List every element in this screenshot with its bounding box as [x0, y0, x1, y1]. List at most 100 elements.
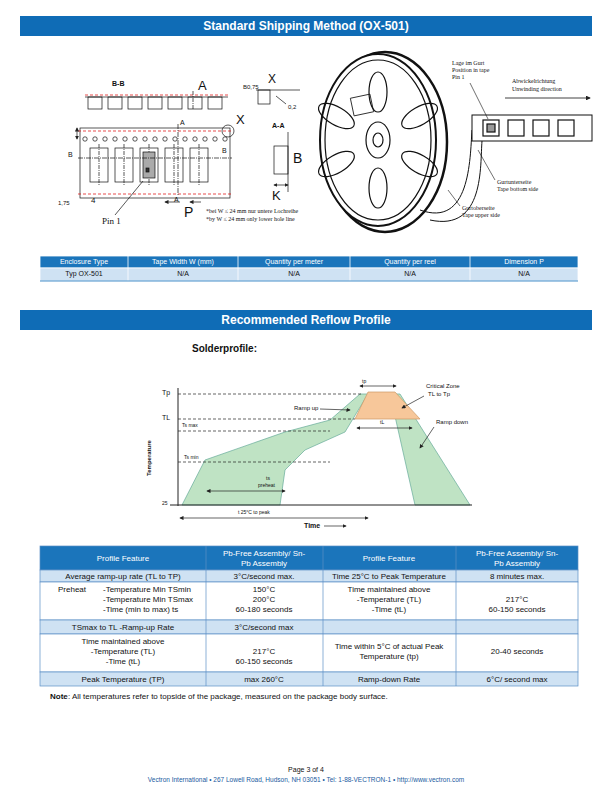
tape-drawing	[274, 146, 288, 174]
table-cell: N/A	[177, 270, 189, 278]
shipping-table	[40, 281, 578, 282]
drawing-label: A-A	[272, 122, 284, 130]
table-cell: Average ramp-up rate (TL to TP)	[65, 572, 180, 582]
solder-profile-chart	[178, 419, 355, 420]
table-cell: Profile Feature	[363, 554, 415, 564]
drawing-label: Tape upper side	[462, 212, 500, 219]
tape-pocket	[128, 97, 142, 109]
table-cell: 3°C/second max	[235, 623, 294, 633]
drawing-label: Pin 1	[452, 74, 465, 81]
shipping-table	[40, 268, 578, 281]
sprocket-hole	[173, 137, 177, 141]
sprocket-hole	[113, 137, 117, 141]
tape-drawing	[78, 194, 232, 195]
reel-drawing	[325, 60, 431, 220]
sprocket-hole	[133, 137, 137, 141]
sprocket-hole	[203, 137, 207, 141]
table-cell: 60-150 seconds	[236, 657, 293, 667]
reflow-table	[40, 570, 578, 582]
table-cell: 200°C	[253, 595, 275, 605]
table-cell: Quantity per reel	[384, 258, 436, 266]
solder-profile-chart	[170, 505, 472, 506]
table-cell: -Temperature (TL)	[357, 595, 421, 605]
reflow-table	[206, 546, 207, 686]
drawing-label: B-B	[112, 80, 124, 88]
tape-drawing	[78, 131, 232, 132]
drawing-label: Unwinding direction	[512, 86, 562, 93]
solder-profile-chart	[178, 394, 362, 395]
chart-label: ts	[266, 475, 270, 481]
solder-profile-chart	[402, 396, 424, 408]
drawing-label: X	[268, 72, 276, 86]
drawing-label: *bei W ≤ 24 mm nur untere Lochreihe	[206, 208, 298, 215]
table-cell: 60-150 seconds	[489, 605, 546, 615]
chart-label: Ramp up	[294, 405, 318, 412]
reflow-table	[40, 546, 578, 570]
tape-drawing	[83, 137, 227, 141]
reel-drawing	[315, 52, 592, 232]
drawing-label: X	[236, 112, 245, 128]
drawing-label: Pin 1	[102, 216, 121, 227]
chart-label: tp	[362, 378, 366, 384]
reel-drawing	[350, 94, 373, 116]
chart-label: Critical Zone	[426, 383, 460, 390]
sprocket-hole	[153, 137, 157, 141]
sprocket-hole	[223, 137, 227, 141]
reel-slot	[398, 146, 442, 182]
table-cell: Pb-Free Assembly/ Sn-Pb Assembly	[219, 549, 309, 568]
sprocket-hole	[183, 137, 187, 141]
table-cell: 60-180 seconds	[236, 605, 293, 615]
chart-label: Ts max	[182, 422, 198, 428]
section-title: Standard Shipping Method (OX-501)	[203, 19, 408, 33]
reel-drawing	[533, 120, 549, 136]
sprocket-hole	[143, 137, 147, 141]
sprocket-hole	[193, 137, 197, 141]
solder-profile-chart	[207, 491, 285, 492]
table-cell: Time within 5°C of actual Peak Temperatu…	[324, 642, 454, 661]
tape-drawing	[77, 90, 300, 215]
tape-drawing	[88, 97, 222, 109]
tape-drawing	[80, 128, 230, 198]
chart-label: 25	[162, 500, 168, 506]
reel-slot	[369, 72, 387, 112]
reel-drawing	[558, 120, 574, 136]
reel-drawing	[373, 133, 383, 147]
reel-drawing	[487, 124, 495, 132]
drawing-label: B0,75	[243, 84, 259, 91]
tape-pocket	[148, 97, 162, 109]
table-cell: Time maintained above	[82, 637, 165, 647]
reel-drawing	[470, 83, 488, 119]
reflow-table	[456, 546, 457, 686]
center-line	[124, 144, 125, 186]
center-line	[174, 144, 175, 186]
drawing-label: P	[184, 204, 193, 221]
table-cell: Profile Feature	[97, 554, 149, 564]
tape-pocket	[208, 97, 222, 109]
table-cell: -Time (tL)	[372, 605, 406, 615]
tape-pocket	[88, 97, 102, 109]
tape-drawing	[222, 125, 234, 137]
solder-profile-chart	[420, 427, 434, 448]
table-cell: Tape Width W (mm)	[152, 258, 214, 266]
table-cell: 217°C	[253, 647, 275, 657]
note-text: Note	[50, 692, 68, 702]
tape-drawing	[143, 152, 155, 178]
footer-text: Vectron International • 267 Lowell Road,…	[148, 776, 464, 784]
drawing-label: Gurtunterseite	[497, 179, 531, 186]
table-cell: -Time (tL)	[106, 657, 140, 667]
table-cell: -Temperature (TL)	[91, 647, 155, 657]
chart-label: preheat	[258, 482, 275, 488]
chart-label: Time	[304, 522, 320, 530]
tape-drawing	[90, 144, 208, 186]
reel-drawing	[508, 120, 524, 136]
drawing-label: A	[198, 78, 207, 94]
section-header: Recommended Reflow Profile	[20, 310, 592, 330]
solder-profile-chart	[170, 386, 472, 526]
solder-profile-chart	[357, 428, 412, 429]
reel-drawing	[478, 150, 495, 180]
reflow-table	[40, 546, 578, 686]
note-text: : All temperatures refer to topside of t…	[68, 692, 388, 702]
table-cell: 8 minutes max.	[490, 572, 544, 582]
center-line	[199, 144, 200, 186]
drawing-label: 1,75	[58, 200, 70, 207]
